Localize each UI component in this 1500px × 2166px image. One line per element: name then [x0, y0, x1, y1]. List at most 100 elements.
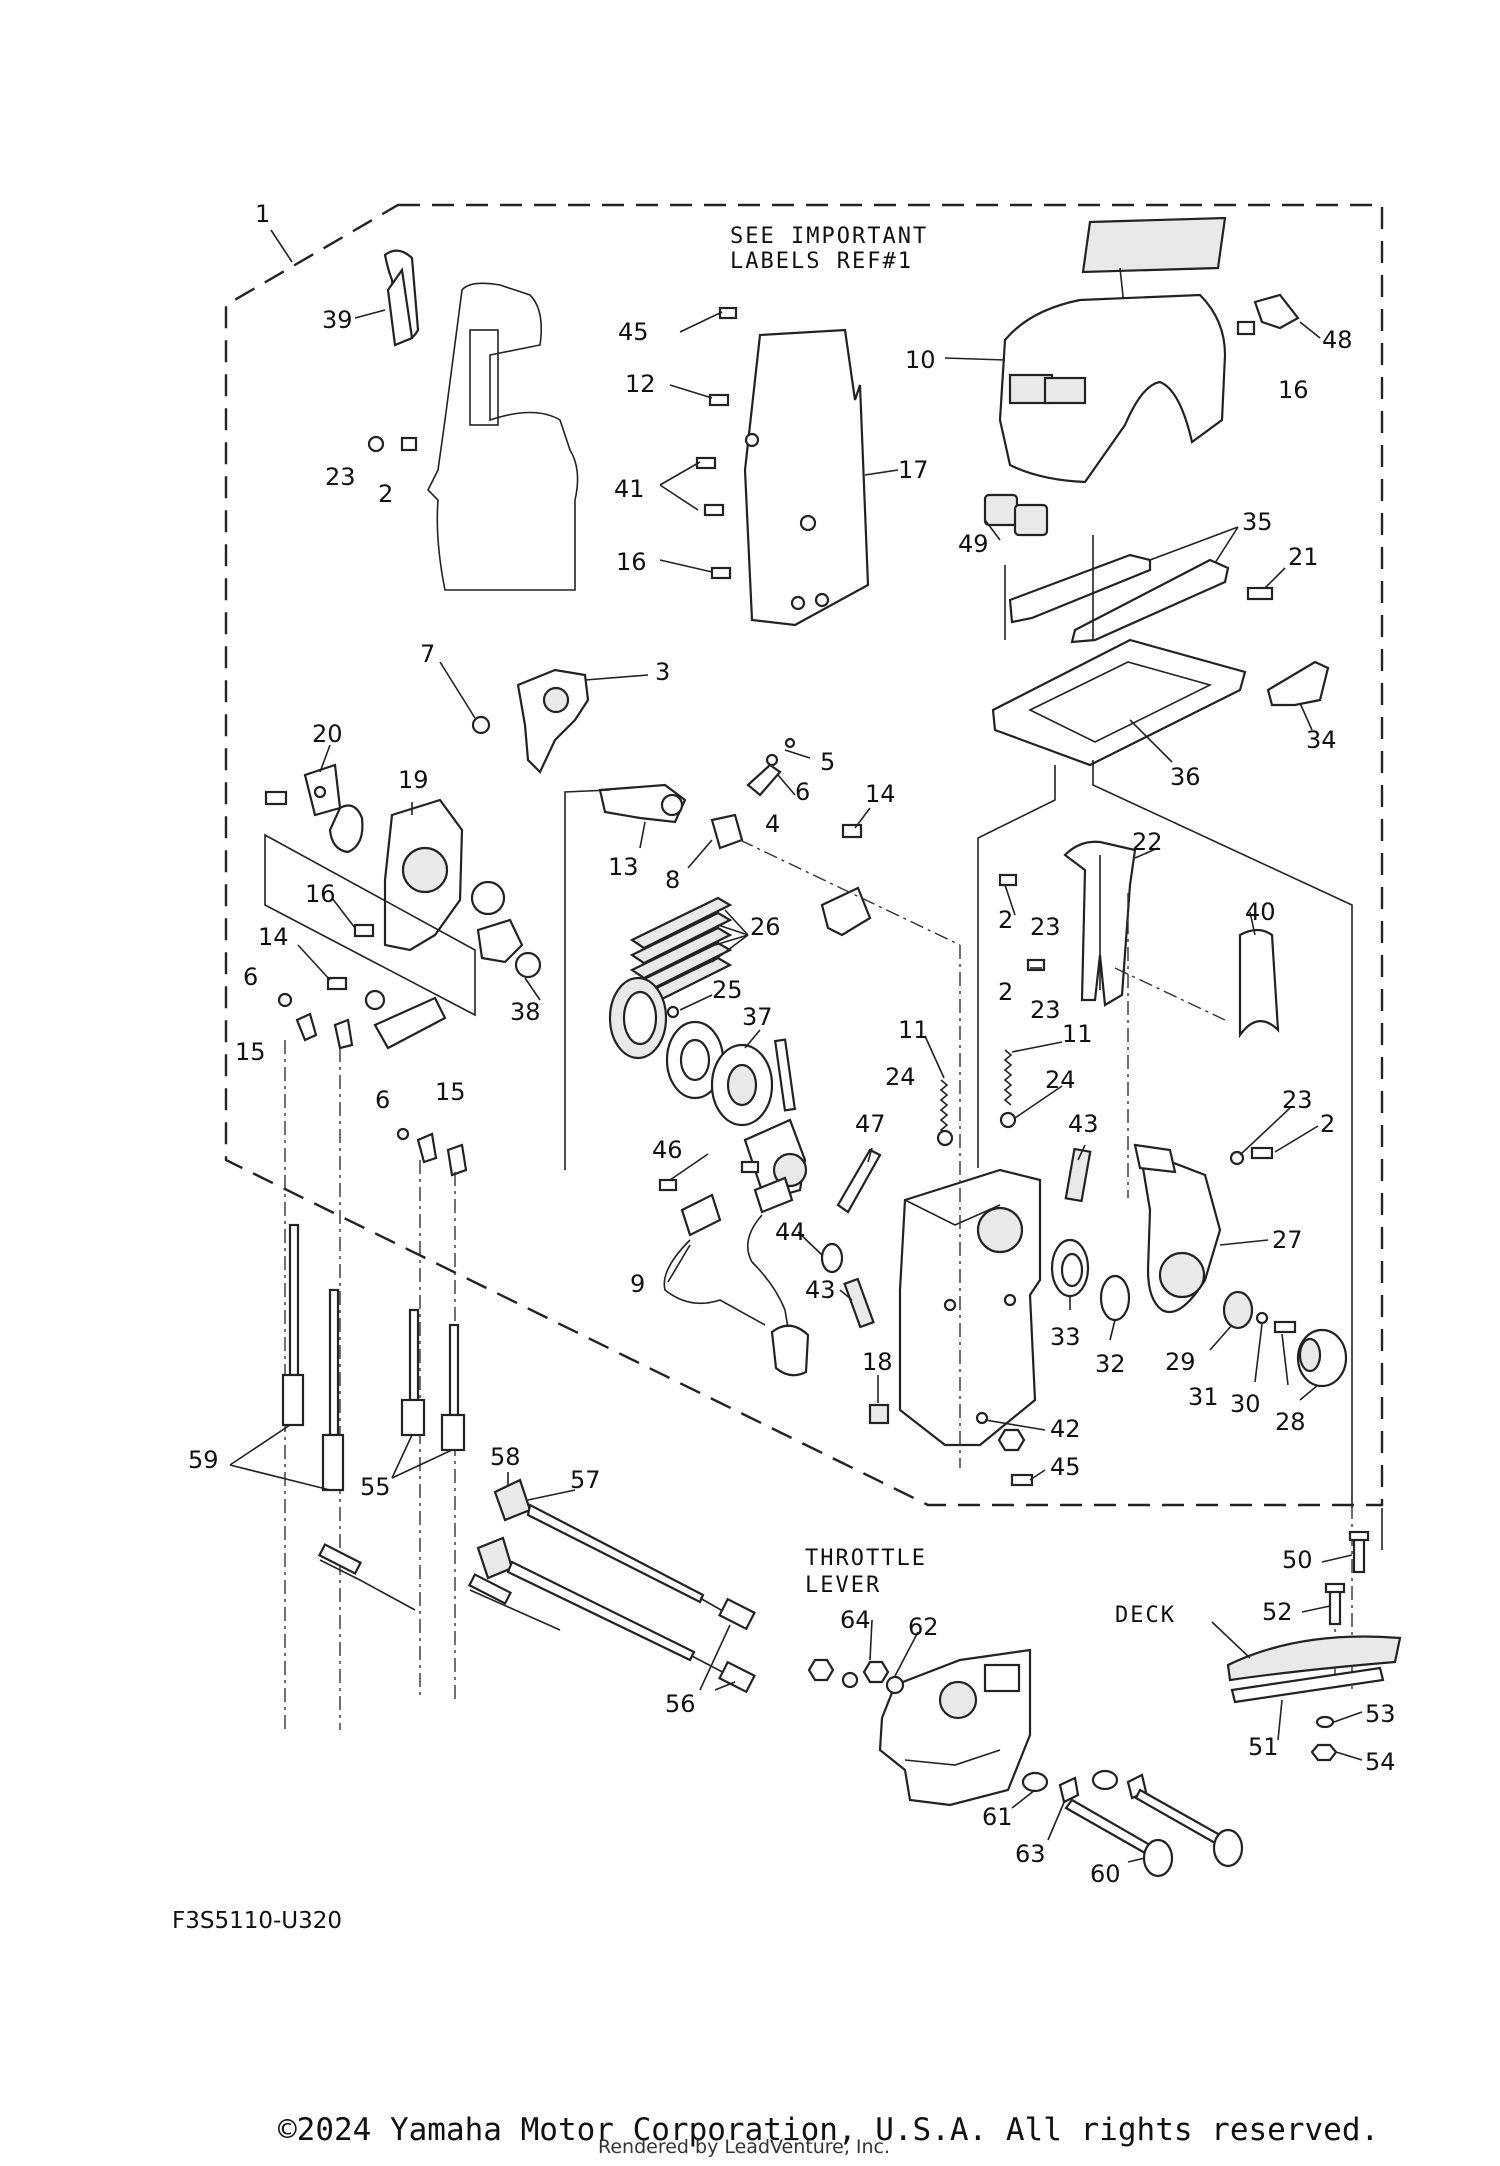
part-10-console-cover[interactable]: [998, 293, 1227, 484]
callout: 43: [1068, 1110, 1099, 1138]
part-30-screw[interactable]: [1273, 1320, 1297, 1334]
part-14-bracket[interactable]: [820, 823, 872, 937]
part-42-washer[interactable]: [975, 1411, 989, 1425]
part-4-pin[interactable]: [746, 737, 796, 797]
callout: 23: [1282, 1086, 1313, 1114]
part-56-cable-ends[interactable]: [718, 1597, 756, 1694]
part-57-cables[interactable]: [506, 1503, 736, 1677]
callout: 2: [998, 906, 1013, 934]
callout: 11: [1062, 1020, 1093, 1048]
callout: 29: [1165, 1348, 1196, 1376]
part-36-gasket[interactable]: [991, 638, 1247, 767]
callout: 16: [616, 548, 647, 576]
part-19-housing[interactable]: [328, 798, 506, 952]
throttle-lever-assembly[interactable]: [878, 1648, 1032, 1807]
callout: 7: [420, 640, 435, 668]
callout: 18: [862, 1348, 893, 1376]
part-9-sensor-harness[interactable]: [658, 1160, 810, 1377]
part-29-disc[interactable]: [1222, 1290, 1254, 1330]
part-64-62-nuts[interactable]: [807, 1658, 905, 1695]
callout: 1: [255, 200, 270, 228]
callout: 5: [820, 748, 835, 776]
part-33-bushing[interactable]: [1050, 1238, 1090, 1298]
screws-top-middle[interactable]: [367, 306, 738, 580]
part-47-shaft[interactable]: [836, 1148, 882, 1214]
deck-section: [1226, 1635, 1402, 1682]
callout: 24: [1045, 1066, 1076, 1094]
callout: 10: [905, 346, 936, 374]
part-40-cover[interactable]: [1238, 928, 1280, 1039]
callout: 35: [1242, 508, 1273, 536]
part-8-lever[interactable]: [710, 813, 744, 850]
callout: 20: [312, 720, 343, 748]
part-25-seal[interactable]: [608, 976, 680, 1060]
callout: 48: [1322, 326, 1353, 354]
part-37-gear[interactable]: [665, 1020, 774, 1127]
callout: 41: [614, 475, 645, 503]
part-58-cable-joint[interactable]: [476, 1478, 532, 1580]
note-throttle: THROTTLE: [805, 1546, 927, 1571]
callout: 45: [1050, 1453, 1081, 1481]
callout: 60: [1090, 1860, 1121, 1888]
part-48-knob[interactable]: [1236, 293, 1300, 336]
rendered-by-notice: Rendered by LeadVenture, Inc.: [598, 2136, 891, 2158]
callout: 32: [1095, 1350, 1126, 1378]
part-7-clip[interactable]: [471, 715, 491, 735]
part-shaft-gear[interactable]: [743, 1038, 808, 1202]
part-55-cable-rods[interactable]: [400, 1308, 466, 1452]
part-51-plate[interactable]: [1230, 1666, 1385, 1704]
callout: 25: [712, 976, 743, 1004]
callout: 52: [1262, 1598, 1293, 1626]
callout: 63: [1015, 1840, 1046, 1868]
callout: 23: [325, 463, 356, 491]
part-34-clip[interactable]: [1266, 660, 1330, 707]
callout-numbers: 1 39 23 2 45 12 41 16 17 10 48 16 49 35 …: [188, 200, 1396, 1888]
callout: 51: [1248, 1733, 1279, 1761]
callout-leaders: [229, 229, 1363, 1863]
part-45-nut[interactable]: [997, 1428, 1034, 1487]
callout: 16: [305, 880, 336, 908]
part-21-screw[interactable]: [1246, 586, 1274, 601]
part-18-clip[interactable]: [868, 1403, 890, 1425]
part-31-washer[interactable]: [1255, 1311, 1269, 1325]
part-20-plate[interactable]: [264, 763, 342, 817]
callout: 14: [865, 780, 896, 808]
part-13-linkage[interactable]: [598, 783, 687, 824]
callout: 6: [375, 1086, 390, 1114]
part-35-bracket-rails[interactable]: [1004, 535, 1230, 644]
part-49-buttons[interactable]: [983, 493, 1049, 537]
part-38-cable-end[interactable]: [476, 918, 542, 979]
callout: 43: [805, 1276, 836, 1304]
part-14-16-screws[interactable]: [277, 923, 447, 1050]
part-39-lever-grip[interactable]: [383, 249, 420, 347]
part-44-knob[interactable]: [820, 1242, 844, 1274]
part-59-cable-rods[interactable]: [281, 1223, 345, 1492]
part-26-shims[interactable]: [629, 896, 733, 1010]
callout: 62: [908, 1613, 939, 1641]
copyright-notice: ©2024 Yamaha Motor Corporation, U.S.A. A…: [278, 2112, 1380, 2148]
part-61-63-60-bolts[interactable]: [1021, 1769, 1244, 1878]
cable-lower-left[interactable]: [317, 1543, 561, 1631]
part-53-54-washer-nut[interactable]: [1310, 1715, 1338, 1762]
callout: 2: [378, 480, 393, 508]
callout: 28: [1275, 1408, 1306, 1436]
part-11-springs[interactable]: [936, 1049, 1017, 1147]
part-50-52-bolts[interactable]: [1324, 1530, 1370, 1626]
callout: 57: [570, 1466, 601, 1494]
callout: 54: [1365, 1748, 1396, 1776]
callout: 2: [998, 978, 1013, 1006]
callout: 4: [765, 810, 780, 838]
part-28-knob-cap[interactable]: [1296, 1328, 1348, 1388]
part-27-throttle-lever[interactable]: [1133, 1143, 1274, 1313]
callout: 38: [510, 998, 541, 1026]
part-32-circlip[interactable]: [1099, 1274, 1131, 1322]
callout: 26: [750, 913, 781, 941]
callout: 50: [1282, 1546, 1313, 1574]
callout: 12: [625, 370, 656, 398]
part-22-lever-arm[interactable]: [998, 840, 1137, 1007]
part-17-side-plate[interactable]: [743, 328, 870, 627]
part-15-clips[interactable]: [295, 1012, 468, 1177]
control-box-body[interactable]: [898, 1168, 1042, 1447]
callout: 30: [1230, 1390, 1261, 1418]
part-3-cam[interactable]: [516, 668, 590, 774]
